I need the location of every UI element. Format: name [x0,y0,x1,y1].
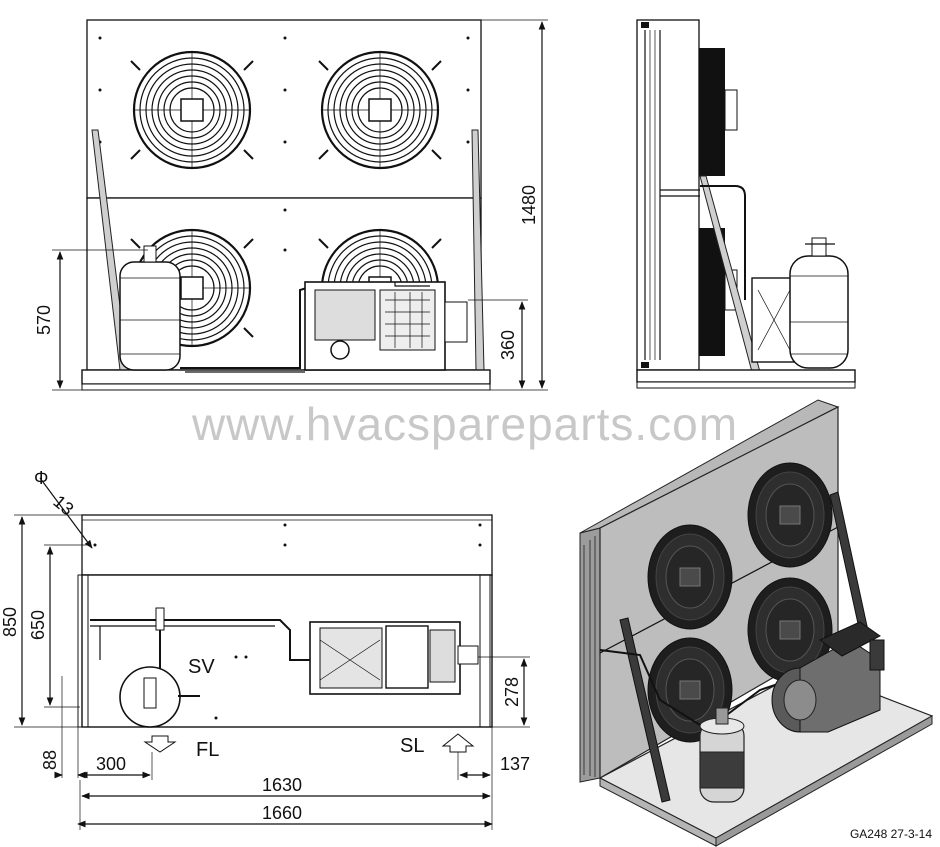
fan-motor [699,48,725,176]
dim-connection-height: 278 [502,677,522,707]
top-view: SV FL SL Φ 13 850 650 88 300 278 [0,468,530,830]
fan-icon [647,524,733,630]
label-fl: FL [196,739,219,761]
piping-top [90,619,310,661]
dim-depth-total: 850 [0,607,20,637]
side-view [636,19,856,389]
compressor [304,281,468,371]
dim-fl-position: 300 [96,754,126,774]
diameter-symbol: Φ [34,468,48,488]
condenser-top [81,514,493,576]
arrow-down-icon [143,735,177,753]
label-sv: SV [188,656,215,678]
dim-height-total: 1480 [519,185,539,225]
receiver-iso [699,707,745,803]
panel-rivets [98,36,470,252]
condenser-panel-upper [86,19,482,199]
isometric-view [579,399,934,847]
fan-icon [747,462,833,568]
dim-width-total: 1660 [262,803,302,823]
dim-compressor-height: 360 [498,330,518,360]
arrow-up-icon [441,733,475,753]
compressor-top [309,621,479,695]
front-view: 1480 570 360 [34,19,548,391]
watermark: www.hvacspareparts.com [191,398,738,450]
dim-receiver-height: 570 [34,305,54,335]
receiver-top [119,666,200,728]
drawing-code: GA248 27-3-14 [850,827,932,841]
liquid-receiver [119,245,181,371]
condenser-side [636,19,700,371]
base-frame-side [636,369,856,383]
dim-offset-left: 88 [40,750,60,770]
fan-icon [317,50,443,170]
fan-icon [129,50,255,170]
label-sl: SL [400,735,424,757]
dim-width-inner: 1630 [262,775,302,795]
dim-depth-inner: 650 [28,610,48,640]
compressor-iso [771,621,885,733]
dim-sl-position: 137 [500,754,530,774]
liquid-receiver-side [789,237,849,369]
coil-fins [641,22,661,368]
